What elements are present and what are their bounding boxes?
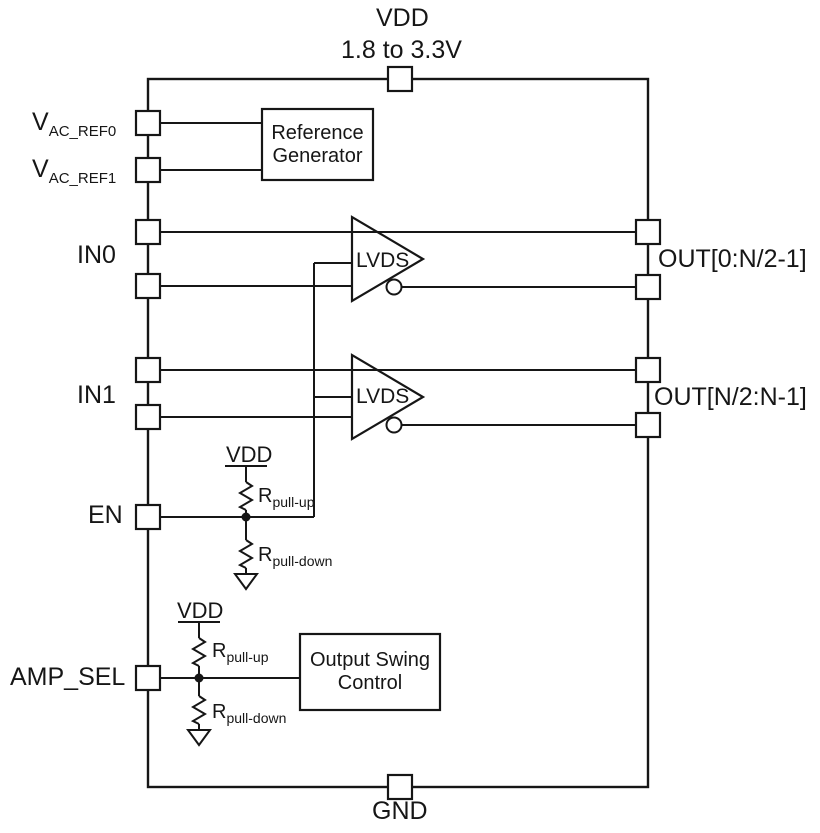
pin-label-vac-ref0: VAC_REF0 — [32, 108, 117, 140]
vac-ref0-base: V — [32, 108, 49, 136]
ground-symbol-en-icon — [233, 573, 259, 591]
resistor-amp-pullup-icon — [190, 637, 207, 667]
resistor-amp-pulldown-icon — [190, 695, 207, 725]
output-swing-control-label: Output Swing Control — [300, 634, 440, 710]
pin-vac-ref1 — [134, 156, 162, 184]
output-swing-line2: Control — [337, 672, 403, 694]
pin-vac-ref0 — [134, 109, 162, 137]
vac-ref1-base: V — [32, 155, 49, 183]
en-vdd-label: VDD — [226, 442, 273, 467]
vdd-top-label: VDD — [376, 4, 429, 32]
vac-ref0-sub: AC_REF0 — [48, 123, 117, 140]
pin-label-vac-ref1: VAC_REF1 — [32, 155, 117, 187]
en-pulldown-base: R — [258, 544, 273, 566]
en-pulldown-sub: pull-down — [272, 553, 333, 569]
lvds2-label: LVDS — [356, 385, 410, 408]
reference-generator-line1: Reference — [271, 121, 364, 144]
en-pulldown-label: Rpull-down — [258, 545, 332, 569]
pin-gnd — [386, 773, 414, 801]
output-swing-control-box — [298, 632, 442, 712]
lvds1-inversion-bubble-icon — [385, 278, 403, 296]
pin-in0-minus — [134, 272, 162, 300]
reference-generator-label: Reference Generator — [262, 109, 373, 180]
pin-in1-plus — [134, 356, 162, 384]
pin-out-upper-minus — [634, 273, 662, 301]
amp-pullup-base: R — [212, 640, 227, 662]
amp-pulldown-label: Rpull-down — [212, 702, 286, 726]
pin-label-out-upper: OUT[0:N/2-1] — [658, 245, 807, 273]
junction-dot-en — [241, 512, 251, 522]
pin-label-en: EN — [88, 501, 123, 529]
lvds2-buffer-triangle — [350, 353, 426, 441]
en-pullup-base: R — [258, 485, 273, 507]
pin-vdd — [386, 65, 414, 93]
pin-label-in1: IN1 — [77, 381, 116, 409]
lvds1-buffer-triangle — [350, 215, 426, 303]
vac-ref1-sub: AC_REF1 — [48, 170, 117, 187]
pin-out-lower-minus — [634, 411, 662, 439]
resistor-en-pulldown-icon — [237, 539, 254, 569]
amp-pullup-label: Rpull-up — [212, 641, 268, 665]
amp-pulldown-sub: pull-down — [226, 710, 287, 726]
pin-out-lower-plus — [634, 356, 662, 384]
pin-label-amp-sel: AMP_SEL — [10, 663, 126, 691]
amp-pullup-sub: pull-up — [226, 649, 269, 665]
reference-generator-line2: Generator — [272, 144, 363, 167]
reference-generator-box — [260, 107, 375, 182]
lvds1-label: LVDS — [356, 249, 410, 272]
lvds2-inversion-bubble-icon — [385, 416, 403, 434]
amp-vdd-label: VDD — [177, 598, 224, 623]
gnd-label: GND — [372, 797, 428, 825]
pin-label-in0: IN0 — [77, 241, 116, 269]
output-swing-line1: Output Swing — [309, 649, 431, 671]
pin-in0-plus — [134, 218, 162, 246]
vdd-range-label: 1.8 to 3.3V — [341, 36, 462, 64]
pin-amp-sel — [134, 664, 162, 692]
pin-out-upper-plus — [634, 218, 662, 246]
junction-dot-amp — [194, 673, 204, 683]
pin-in1-minus — [134, 403, 162, 431]
ground-symbol-amp-icon — [186, 729, 212, 747]
pin-en — [134, 503, 162, 531]
pin-label-out-lower: OUT[N/2:N-1] — [654, 383, 807, 411]
resistor-en-pullup-icon — [237, 481, 254, 511]
en-pullup-label: Rpull-up — [258, 486, 314, 510]
en-pullup-sub: pull-up — [272, 494, 315, 510]
amp-pulldown-base: R — [212, 701, 227, 723]
